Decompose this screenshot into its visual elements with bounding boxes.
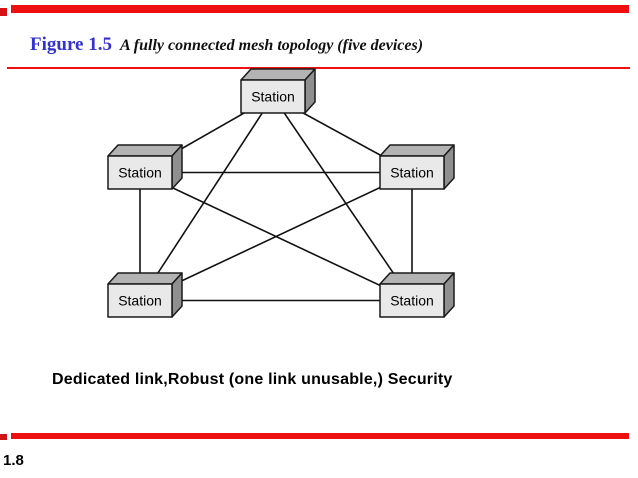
note-text: Dedicated link,Robust (one link unusable… bbox=[52, 371, 453, 388]
station-node-bottom-right: Station bbox=[379, 272, 455, 318]
station-box-top-face bbox=[379, 144, 455, 157]
station-label: Station bbox=[390, 293, 434, 309]
link-line-top-bottom-left bbox=[139, 96, 274, 301]
link-line-mid-right-bottom-left bbox=[139, 171, 413, 302]
station-box-front-face bbox=[379, 155, 445, 190]
top-left-red-tab bbox=[0, 8, 7, 16]
station-box-top-face bbox=[107, 272, 183, 285]
station-box-front-face bbox=[240, 79, 306, 114]
figure-caption: A fully connected mesh topology (five de… bbox=[119, 37, 424, 54]
station-box-top-face bbox=[379, 272, 455, 285]
title-underline-rule bbox=[7, 67, 630, 69]
station-label: Station bbox=[251, 89, 295, 105]
station-label: Station bbox=[118, 293, 162, 309]
station-node-mid-left: Station bbox=[107, 144, 183, 190]
page-number: 1.8 bbox=[3, 452, 24, 469]
bottom-left-red-tab bbox=[0, 434, 7, 440]
top-red-bar bbox=[11, 5, 629, 13]
station-label: Station bbox=[118, 165, 162, 181]
link-line-top-bottom-right bbox=[272, 96, 413, 301]
bottom-red-bar bbox=[11, 433, 629, 439]
station-node-top: Station bbox=[240, 68, 316, 114]
figure-label: Figure 1.5 bbox=[30, 34, 112, 55]
station-box-front-face bbox=[107, 155, 173, 190]
station-label: Station bbox=[390, 165, 434, 181]
station-node-bottom-left: Station bbox=[107, 272, 183, 318]
figure-title: Figure 1.5 A fully connected mesh topolog… bbox=[30, 34, 423, 56]
station-box-front-face bbox=[107, 283, 173, 318]
station-node-mid-right: Station bbox=[379, 144, 455, 190]
station-box-top-face bbox=[107, 144, 183, 157]
station-box-top-face bbox=[240, 68, 316, 81]
station-box-front-face bbox=[379, 283, 445, 318]
